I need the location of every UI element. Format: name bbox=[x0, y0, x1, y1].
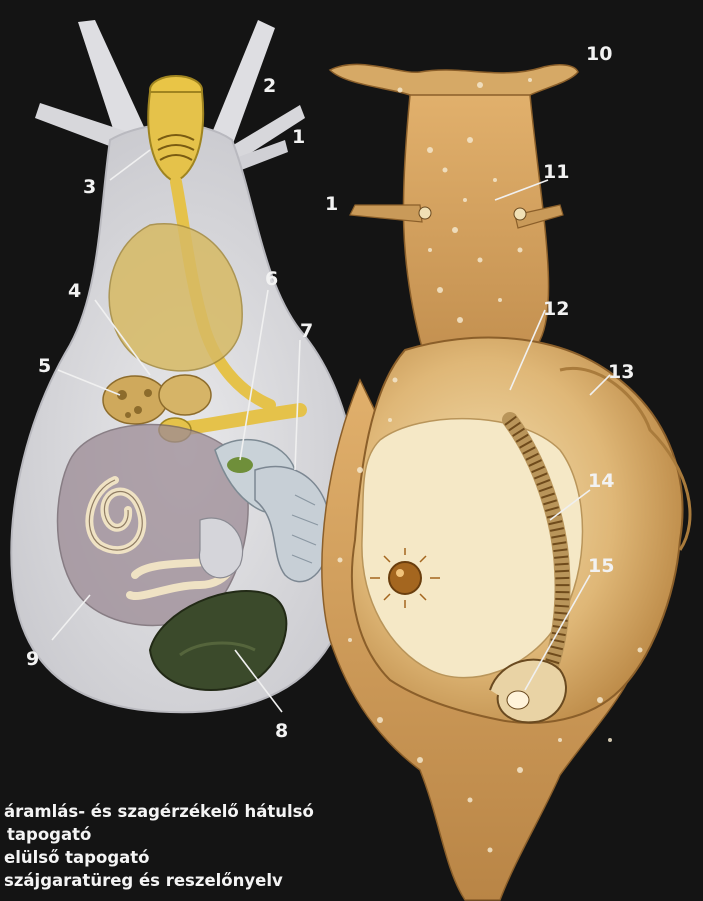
label-5: 5 bbox=[38, 355, 51, 377]
label-10: 10 bbox=[586, 43, 612, 65]
legend-line-2: tapogató bbox=[4, 823, 464, 846]
salivary-gland-left bbox=[103, 376, 167, 424]
label-2: 2 bbox=[263, 75, 276, 97]
label-15: 15 bbox=[588, 555, 614, 577]
label-11: 11 bbox=[543, 161, 569, 183]
pneumostome bbox=[389, 562, 421, 594]
tentacle-side-left bbox=[350, 205, 422, 222]
label-9: 9 bbox=[26, 648, 39, 670]
label-7: 7 bbox=[300, 320, 313, 342]
label-6: 6 bbox=[265, 268, 278, 290]
legend: áramlás- és szagérzékelő hátulsó tapogat… bbox=[4, 800, 464, 892]
label-3: 3 bbox=[83, 176, 96, 198]
label-8: 8 bbox=[275, 720, 288, 742]
legend-line-3: elülső tapogató bbox=[4, 846, 464, 869]
label-1b: 1 bbox=[325, 193, 338, 215]
label-12: 12 bbox=[543, 298, 569, 320]
dissected-body bbox=[11, 20, 358, 712]
legend-line-1: áramlás- és szagérzékelő hátulsó bbox=[4, 800, 464, 823]
label-14: 14 bbox=[588, 470, 614, 492]
legend-line-4: szájgaratüreg és reszelőnyelv bbox=[4, 869, 464, 892]
label-1: 1 bbox=[292, 126, 305, 148]
label-4: 4 bbox=[68, 280, 81, 302]
salivary-gland-right bbox=[159, 375, 211, 415]
label-13: 13 bbox=[608, 361, 634, 383]
external-snail bbox=[322, 64, 690, 900]
